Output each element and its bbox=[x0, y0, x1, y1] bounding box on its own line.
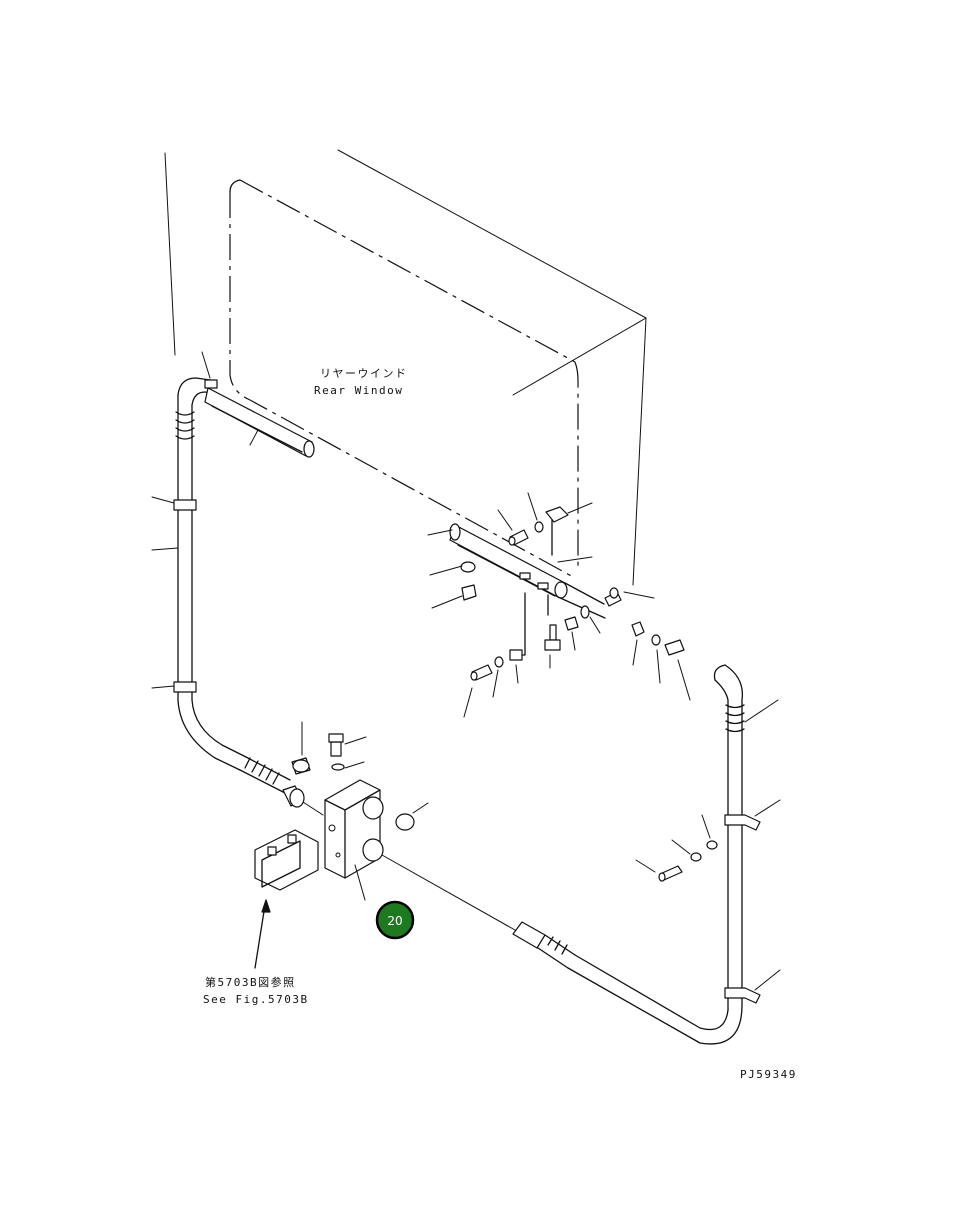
reference-label-jp: 第5703B図参照 bbox=[205, 975, 296, 989]
connector-box bbox=[254, 829, 319, 969]
left-nozzle-bar bbox=[204, 379, 315, 458]
valve-block bbox=[324, 733, 429, 901]
right-pipe bbox=[635, 664, 781, 1011]
reference-label-en: See Fig.5703B bbox=[203, 993, 309, 1006]
left-pipe bbox=[151, 351, 247, 771]
callout-number[interactable]: 20 bbox=[387, 914, 402, 928]
drawing-code: PJ59349 bbox=[740, 1068, 797, 1081]
fasteners bbox=[429, 492, 691, 718]
callout-20[interactable]: 20 bbox=[375, 900, 415, 940]
center-nozzle-bar bbox=[427, 523, 606, 656]
lower-right-hose bbox=[381, 854, 743, 1045]
rear-window-label-jp: リヤーウインド bbox=[320, 367, 408, 380]
rear-window-outline bbox=[164, 149, 647, 586]
lower-left-hose bbox=[239, 721, 324, 816]
rear-window-label-en: Rear Window bbox=[314, 384, 403, 397]
callout-circle[interactable] bbox=[375, 900, 415, 940]
